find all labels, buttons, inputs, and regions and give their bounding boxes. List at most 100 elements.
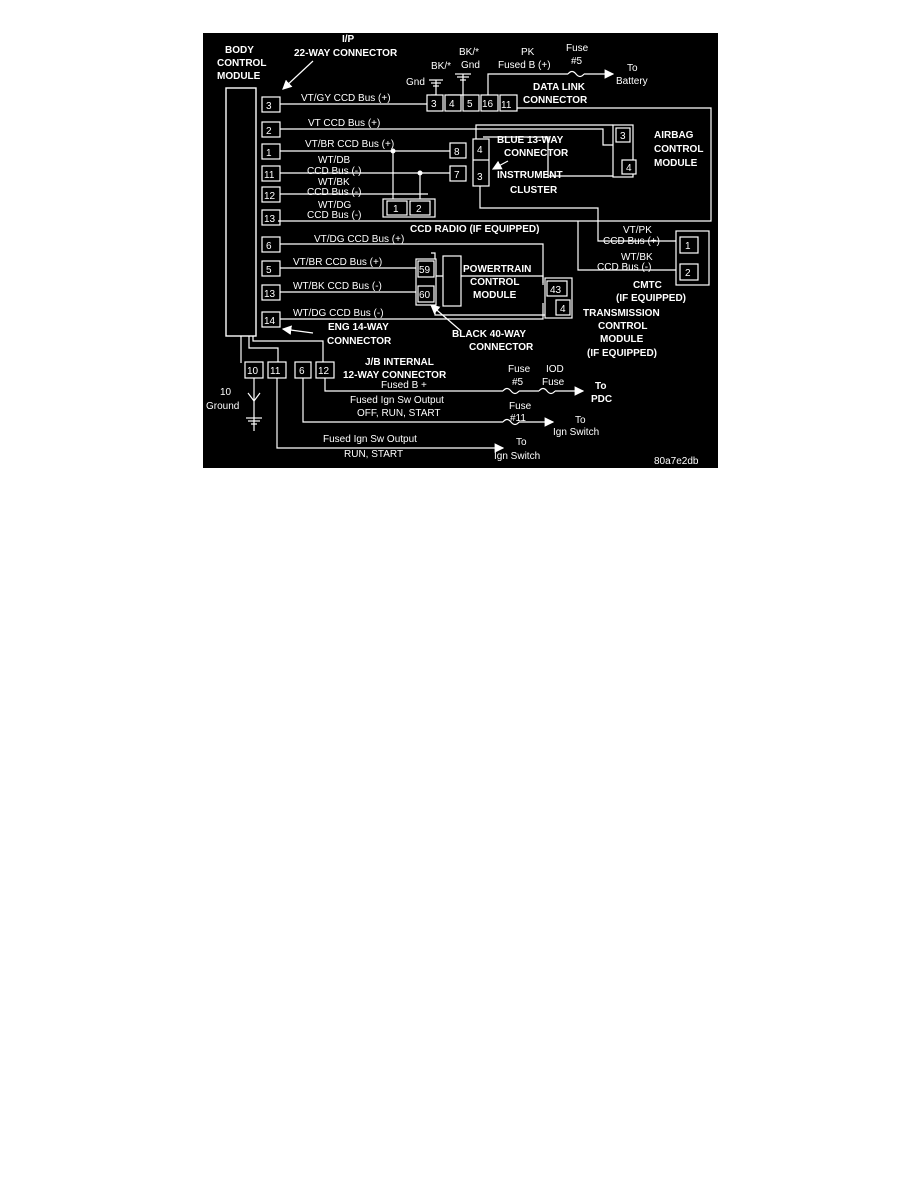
svg-text:AIRBAG: AIRBAG (654, 130, 694, 141)
bcm-pin: 12 (264, 191, 276, 202)
svg-text:CONNECTOR: CONNECTOR (327, 336, 392, 347)
svg-text:WT/BK CCD Bus (-): WT/BK CCD Bus (-) (293, 281, 382, 292)
svg-text:Gnd: Gnd (406, 77, 425, 88)
svg-text:BLUE 13-WAY: BLUE 13-WAY (497, 135, 564, 146)
svg-text:I/P: I/P (342, 34, 355, 45)
ic-pin: 4 (477, 145, 483, 156)
ground-symbol-icon (448, 73, 471, 96)
eng-14-way-connector-label: ENG 14-WAY CONNECTOR (281, 322, 392, 347)
svg-text:BK/*: BK/* (431, 61, 451, 72)
bcm-pin: 3 (266, 101, 272, 112)
ground-10: 10 Ground (206, 378, 262, 431)
svg-text:To: To (516, 437, 527, 448)
svg-text:WT/DG CCD Bus (-): WT/DG CCD Bus (-) (293, 308, 384, 319)
dlc-pin: 5 (467, 99, 473, 110)
bcm-pin: 5 (266, 265, 272, 276)
svg-text:CCD Bus (+): CCD Bus (+) (603, 236, 660, 247)
svg-text:MODULE: MODULE (654, 158, 698, 169)
ccd-bus-wiring-diagram: BODY CONTROL MODULE I/P 22-WAY CONNECTOR… (203, 33, 718, 468)
fuse-icon (567, 70, 585, 78)
ground-symbol-icon (429, 79, 443, 96)
svg-text:TRANSMISSION: TRANSMISSION (583, 308, 660, 319)
svg-text:BK/*: BK/* (459, 47, 479, 58)
black-40-way-connector-label: BLACK 40-WAY CONNECTOR (430, 304, 534, 353)
svg-text:#5: #5 (571, 56, 583, 67)
svg-text:WT/DG: WT/DG (318, 200, 352, 211)
svg-text:OFF, RUN, START: OFF, RUN, START (357, 408, 441, 419)
svg-text:12-WAY CONNECTOR: 12-WAY CONNECTOR (343, 370, 447, 381)
svg-text:WT/BK: WT/BK (318, 177, 350, 188)
body-control-module: BODY CONTROL MODULE (217, 45, 266, 337)
tcm-pin: 43 (550, 285, 562, 296)
fuse-icon (502, 387, 520, 395)
cmtc-pin: 2 (685, 268, 691, 279)
bcm-pin: 1 (266, 148, 272, 159)
svg-text:WT/BK: WT/BK (621, 252, 653, 263)
svg-text:VT/PK: VT/PK (623, 225, 652, 236)
svg-text:#5: #5 (512, 377, 524, 388)
airbag-control-module: 3 4 AIRBAG CONTROL MODULE (612, 124, 703, 178)
svg-text:MODULE: MODULE (600, 334, 644, 345)
svg-text:VT/BR CCD Bus (+): VT/BR CCD Bus (+) (293, 257, 382, 268)
svg-text:Fuse: Fuse (508, 364, 531, 375)
pcm-pin: 60 (419, 290, 431, 301)
svg-text:INSTRUMENT: INSTRUMENT (497, 170, 563, 181)
dlc-pin: 4 (449, 99, 455, 110)
svg-text:CONTROL: CONTROL (217, 58, 266, 69)
svg-text:DATA LINK: DATA LINK (533, 82, 586, 93)
svg-text:RUN, START: RUN, START (344, 449, 403, 460)
svg-text:Fused Ign Sw Output: Fused Ign Sw Output (350, 395, 444, 406)
dlc-pin: 11 (501, 100, 512, 111)
svg-text:22-WAY CONNECTOR: 22-WAY CONNECTOR (294, 48, 398, 59)
bcm-pin-column: 3 2 1 11 12 13 6 5 13 14 (261, 96, 281, 328)
svg-text:Fused B (+): Fused B (+) (498, 60, 551, 71)
airbag-pin: 3 (620, 131, 626, 142)
svg-text:MODULE: MODULE (473, 290, 517, 301)
bcm-pin: 11 (264, 170, 275, 181)
svg-text:CCD Bus (-): CCD Bus (-) (307, 166, 361, 177)
svg-text:Ign Switch: Ign Switch (553, 427, 599, 438)
svg-text:CONNECTOR: CONNECTOR (523, 95, 588, 106)
svg-text:POWERTRAIN: POWERTRAIN (463, 264, 531, 275)
svg-text:CCD Bus (-): CCD Bus (-) (307, 187, 361, 198)
cmtc-module: 1 2 VT/PK CCD Bus (+) WT/BK CCD Bus (-) … (597, 225, 710, 304)
svg-text:(IF EQUIPPED): (IF EQUIPPED) (616, 293, 686, 304)
svg-text:CCD Bus (-): CCD Bus (-) (307, 210, 361, 221)
svg-text:CONTROL: CONTROL (654, 144, 703, 155)
svg-text:Gnd: Gnd (461, 60, 480, 71)
jb-pin: 6 (299, 366, 305, 377)
svg-text:VT CCD Bus (+): VT CCD Bus (+) (308, 118, 380, 129)
data-link-connector: 3 4 5 16 11 DATA LINK CONNECTOR (426, 82, 588, 112)
svg-text:ENG 14-WAY: ENG 14-WAY (328, 322, 389, 333)
svg-text:10: 10 (220, 387, 232, 398)
svg-text:Fuse: Fuse (542, 377, 565, 388)
radio-pin: 1 (393, 204, 399, 215)
svg-text:(IF EQUIPPED): (IF EQUIPPED) (587, 348, 657, 359)
top-ground-battery-labels: BK/* BK/* Gnd Gnd PK Fused B (+) Fuse #5… (406, 43, 648, 96)
pcm-pin: 59 (419, 265, 431, 276)
ic-pin: 3 (477, 172, 483, 183)
svg-text:VT/DG CCD Bus (+): VT/DG CCD Bus (+) (314, 234, 404, 245)
svg-text:Ground: Ground (206, 401, 239, 412)
fuse-icon (502, 418, 520, 426)
radio-pin: 2 (416, 204, 422, 215)
svg-text:CONTROL: CONTROL (470, 277, 519, 288)
jb-output-wires: Fused B + Fuse #5 IOD Fuse To PDC Fused … (276, 364, 612, 462)
svg-text:CMTC: CMTC (633, 280, 662, 291)
dlc-pin: 3 (431, 99, 437, 110)
powertrain-control-module: 59 60 POWERTRAIN CONTROL MODULE (415, 255, 531, 307)
fuse-icon (538, 387, 556, 395)
dlc-pin: 16 (482, 99, 494, 110)
svg-text:BODY: BODY (225, 45, 254, 56)
svg-text:CCD RADIO (IF EQUIPPED): CCD RADIO (IF EQUIPPED) (410, 224, 539, 235)
svg-text:CONNECTOR: CONNECTOR (504, 148, 569, 159)
ip-connector-label: I/P 22-WAY CONNECTOR (282, 34, 398, 90)
bcm-pin: 6 (266, 241, 272, 252)
svg-text:#11: #11 (510, 413, 526, 424)
svg-text:VT/BR CCD Bus (+): VT/BR CCD Bus (+) (305, 139, 394, 150)
svg-text:To: To (595, 381, 606, 392)
svg-text:MODULE: MODULE (217, 71, 261, 82)
svg-text:CCD Bus (-): CCD Bus (-) (597, 262, 651, 273)
blue-13-way-connector: 8 7 4 3 BLUE 13-WAY CONNECTOR INSTRUMENT… (449, 135, 569, 196)
svg-text:IOD: IOD (546, 364, 564, 375)
